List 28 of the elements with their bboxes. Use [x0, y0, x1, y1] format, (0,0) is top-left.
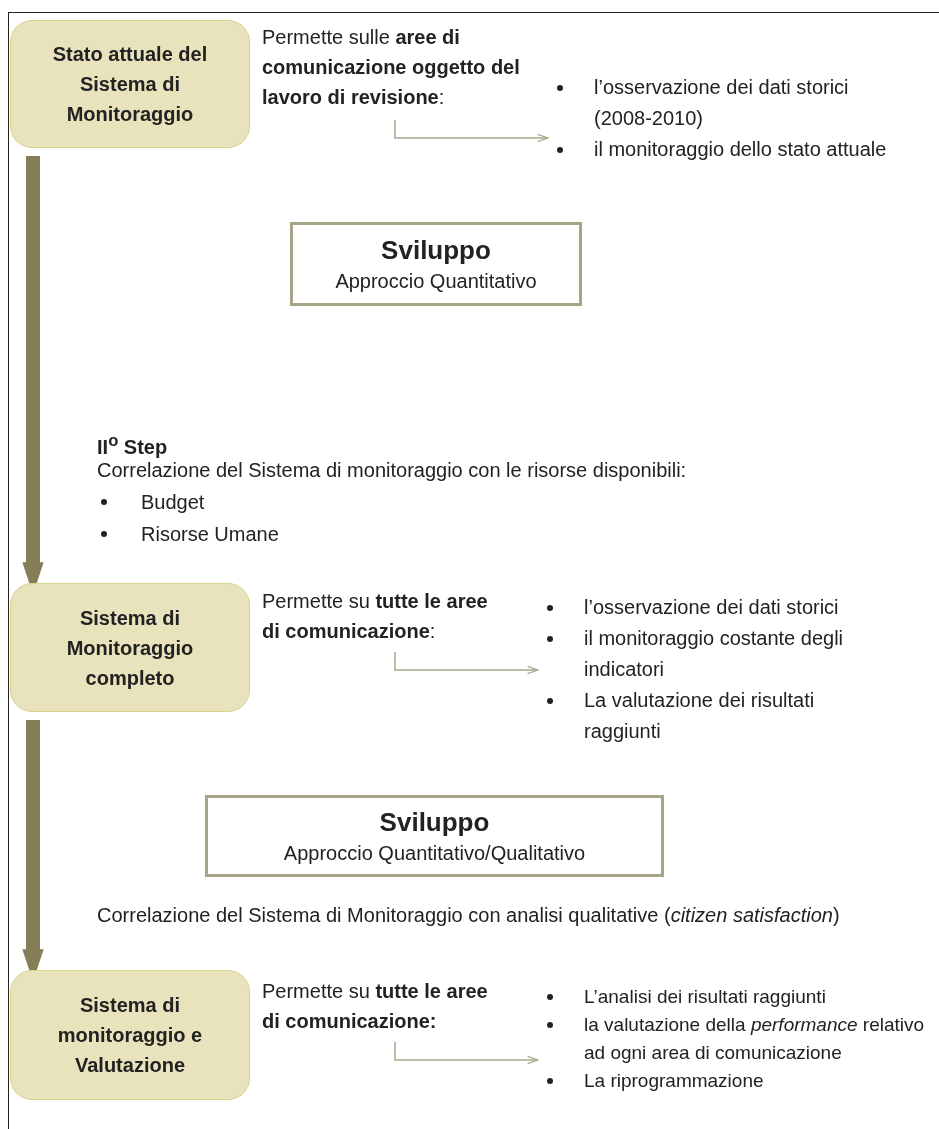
- description-text: Permette sulle aree di comunicazione oggetto del lavoro di revisione:: [262, 22, 524, 118]
- bullet-item: la valutazione della performance relativo ad ogni area di comunicazione: [584, 1013, 926, 1065]
- bullet-item: l’osservazione dei dati storici (2008-2010): [594, 75, 850, 131]
- description-text: Permette su tutte le aree di comunicazione:: [262, 586, 494, 650]
- bullet-item: il monitoraggio costante degli indicatori: [584, 626, 845, 682]
- elbow-arrow: [394, 1041, 539, 1065]
- phase-title: Sviluppo: [379, 806, 490, 839]
- phase-box: [205, 795, 664, 877]
- note-text: Risorse Umane: [141, 522, 280, 547]
- bullet-item: La valutazione dei risultati raggiunti: [584, 688, 816, 744]
- note-text: Correlazione del Sistema di monitoraggio con le risorse disponibili:: [97, 458, 688, 483]
- step-heading: II$^{o}$ Step: [97, 430, 169, 460]
- elbow-arrow: [394, 651, 539, 675]
- note-text: Budget: [141, 490, 206, 515]
- stage-box: Stato attuale del Sistema di Monitoraggio: [10, 20, 250, 148]
- stage-box: Sistema di Monitoraggio completo: [10, 583, 250, 712]
- phase-title: Sviluppo: [381, 234, 491, 267]
- bullet-item: L’analisi dei risultati raggiunti: [584, 985, 827, 1009]
- phase-subtitle: Approccio Quantitativo/Qualitativo: [283, 841, 586, 866]
- phase-subtitle: Approccio Quantitativo: [335, 269, 537, 294]
- elbow-arrow: [394, 119, 549, 143]
- phase-box: [290, 222, 582, 306]
- bullet-item: il monitoraggio dello stato attuale: [594, 137, 888, 162]
- bullet-item: l’osservazione dei dati storici: [584, 595, 840, 620]
- note-text: Correlazione del Sistema di Monitoraggio con analisi qualitative (citizen satisfaction): [97, 903, 841, 928]
- stage-box: Sistema di monitoraggio e Valutazione: [10, 970, 250, 1100]
- bullet-item: La riprogrammazione: [584, 1069, 765, 1093]
- description-text: Permette su tutte le aree di comunicazione:: [262, 976, 502, 1040]
